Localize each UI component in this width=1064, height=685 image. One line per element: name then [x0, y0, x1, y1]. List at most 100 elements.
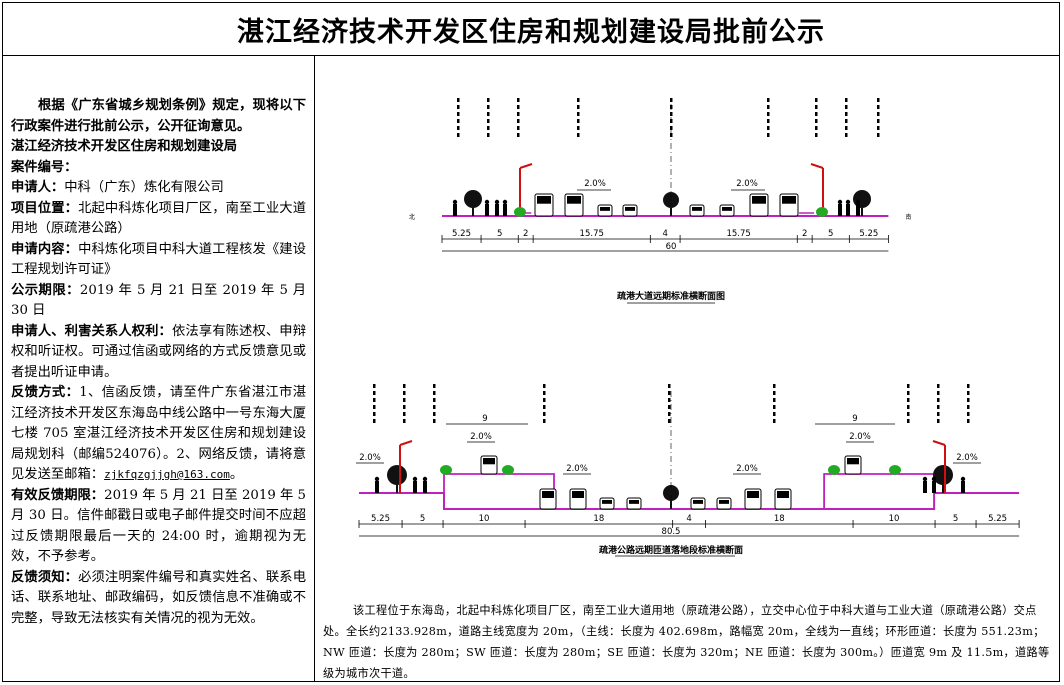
- lane-label-glyph: [457, 112, 460, 116]
- lane-label-glyph: [543, 419, 546, 423]
- lane-label-glyph: [845, 105, 848, 109]
- vehicle-window: [752, 196, 766, 204]
- lane-label-glyph: [457, 126, 460, 130]
- vehicle-window: [782, 196, 796, 204]
- lane-label-glyph: [668, 405, 671, 409]
- email-link[interactable]: zjkfqzgjjgh@163.com: [104, 468, 230, 481]
- vehicle-window: [693, 500, 703, 504]
- lane-label-glyph: [577, 112, 580, 116]
- lane-label-glyph: [577, 98, 580, 102]
- lane-label-glyph: [487, 133, 490, 137]
- pedestrian-icon: [931, 476, 937, 482]
- ramp-dim-label: 9: [482, 414, 487, 424]
- lane-label-glyph: [937, 405, 940, 409]
- lane-label-glyph: [773, 412, 776, 416]
- lane-label-glyph: [668, 412, 671, 416]
- lane-label-glyph: [907, 384, 910, 388]
- lane-label-glyph: [773, 419, 776, 423]
- drawing2-caption: 疏港公路远期匝道落地段标准横断面: [599, 544, 743, 556]
- pedestrian-icon: [412, 476, 418, 482]
- lane-label-glyph: [543, 391, 546, 395]
- dim1-label: 5.25: [452, 229, 471, 239]
- lane-label-glyph: [907, 412, 910, 416]
- project-description: 该工程位于东海岛，北起中科炼化项目厂区，南至工业大道用地（原疏港公路），立交中心…: [323, 604, 1050, 680]
- lane-label-glyph: [403, 419, 406, 423]
- lane-label-glyph: [433, 405, 436, 409]
- dim1-label: 5: [497, 229, 502, 239]
- dim2-label: 5.25: [371, 514, 390, 524]
- lane-label-glyph: [877, 112, 880, 116]
- lane-label-glyph: [517, 119, 520, 123]
- dim2-label: 5: [420, 514, 425, 524]
- pedestrian-icon: [422, 476, 428, 482]
- lane-label-glyph: [543, 405, 546, 409]
- lane-label-glyph: [517, 98, 520, 102]
- lane-label-glyph: [767, 105, 770, 109]
- lane-label-glyph: [517, 126, 520, 130]
- vehicle-window: [747, 491, 759, 498]
- ramp-left: [444, 473, 555, 509]
- lane-label-glyph: [487, 98, 490, 102]
- vehicle-window: [847, 458, 859, 465]
- vehicle-window: [777, 491, 789, 498]
- shrub-icon: [889, 465, 901, 475]
- lane-label-glyph: [767, 98, 770, 102]
- lane-label-glyph: [543, 398, 546, 402]
- dim1-label: 15.75: [726, 229, 750, 239]
- vehicle-window: [542, 491, 554, 498]
- lane-label-glyph: [815, 105, 818, 109]
- project-location: 项目位置：北起中科炼化项目厂区，南至工业大道用地（原疏港公路）: [11, 200, 307, 237]
- lane-label-glyph: [773, 405, 776, 409]
- shrub-icon: [816, 207, 828, 217]
- lane-label-glyph: [487, 112, 490, 116]
- lane-label-glyph: [967, 398, 970, 402]
- lane-label-glyph: [577, 119, 580, 123]
- lane-label-glyph: [668, 398, 671, 402]
- lane-label-glyph: [815, 119, 818, 123]
- dim2-label: 10: [889, 514, 900, 524]
- lane-label-glyph: [403, 412, 406, 416]
- lane-label-glyph: [433, 398, 436, 402]
- lane-label-glyph: [433, 412, 436, 416]
- lane-label-glyph: [577, 133, 580, 137]
- vehicle-window: [483, 458, 495, 465]
- vehicle-window: [602, 500, 612, 504]
- ramp-dim-label: 9: [852, 414, 857, 424]
- lane-label-glyph: [517, 112, 520, 116]
- dim2-label: 18: [774, 514, 785, 524]
- pedestrian-icon: [845, 199, 851, 205]
- lane-label-glyph: [457, 133, 460, 137]
- lane-label-glyph: [877, 126, 880, 130]
- lane-label-glyph: [487, 105, 490, 109]
- lane-label-glyph: [845, 98, 848, 102]
- vehicle-window: [572, 491, 584, 498]
- lane-label-glyph: [907, 419, 910, 423]
- lane-label-glyph: [577, 126, 580, 130]
- pedestrian-body: [846, 204, 850, 216]
- vehicle-window: [629, 500, 639, 504]
- lane-label-glyph: [967, 405, 970, 409]
- tree-icon: [464, 190, 482, 208]
- feedback-method: 反馈方式：1、信函反馈，请至件广东省湛江市湛江经济技术开发区东海岛中线公路中一号…: [11, 385, 307, 482]
- lane-label-glyph: [937, 412, 940, 416]
- pedestrian-icon: [855, 199, 861, 205]
- lane-label-glyph: [403, 405, 406, 409]
- dim1-label: 4: [662, 229, 667, 239]
- lane-label-glyph: [845, 119, 848, 123]
- lane-label-glyph: [767, 133, 770, 137]
- lane-label-glyph: [907, 398, 910, 402]
- lane-label-glyph: [937, 398, 940, 402]
- lane-label-glyph: [907, 405, 910, 409]
- pedestrian-body: [423, 481, 427, 493]
- pedestrian-body: [503, 204, 507, 216]
- lane-label-glyph: [767, 119, 770, 123]
- lane-label-glyph: [457, 98, 460, 102]
- south-label: 南: [905, 213, 911, 221]
- pedestrian-body: [453, 204, 457, 216]
- application-content: 申请内容：中科炼化项目中科大道工程核发《建设工程规划许可证》: [11, 241, 307, 278]
- pedestrian-body: [838, 204, 842, 216]
- pedestrian-icon: [452, 199, 458, 205]
- lane-label-glyph: [668, 384, 671, 388]
